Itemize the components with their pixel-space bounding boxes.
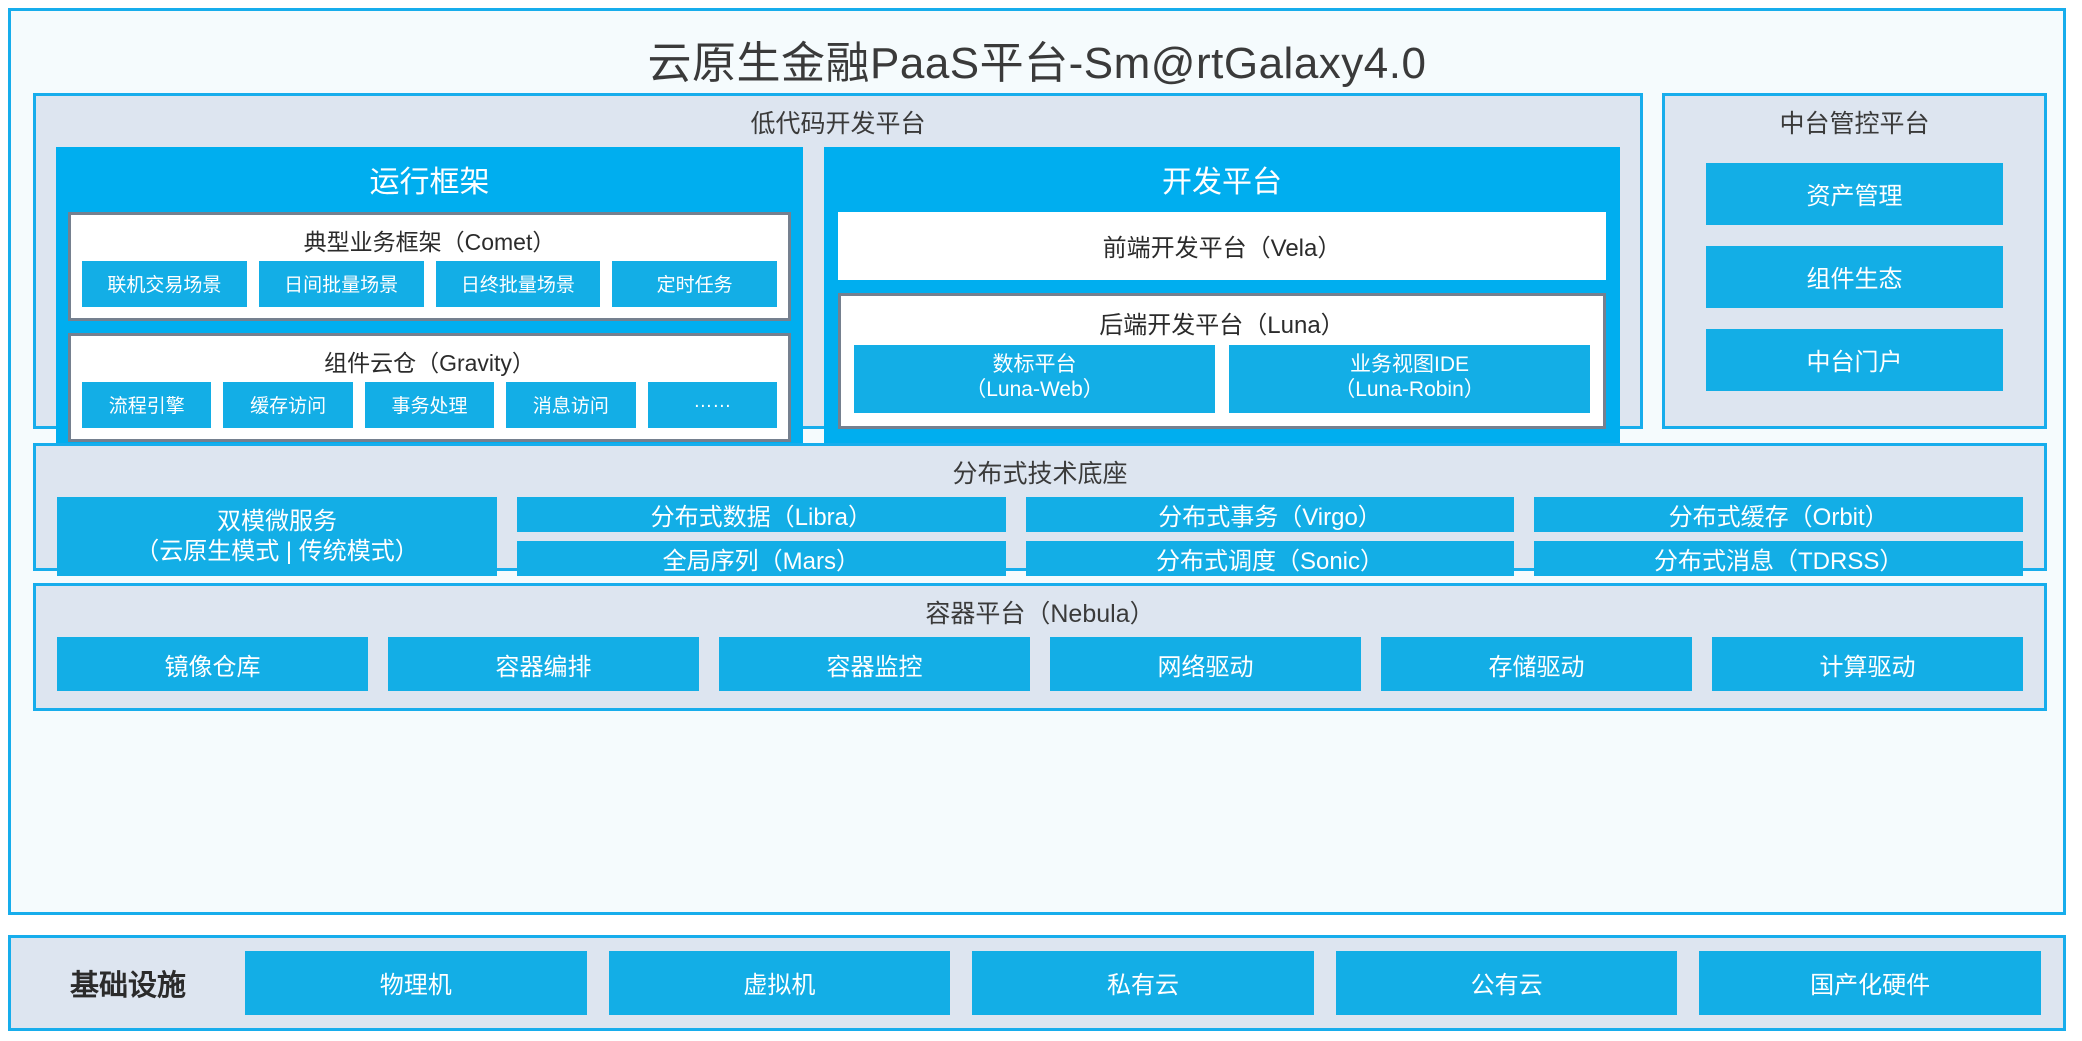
gravity-group: 组件云仓（Gravity） 流程引擎 缓存访问 事务处理 消息访问 ……: [68, 333, 791, 442]
control-platform-section: 中台管控平台 资产管理 组件生态 中台门户: [1662, 93, 2047, 429]
gravity-chip-row: 流程引擎 缓存访问 事务处理 消息访问 ……: [71, 382, 788, 439]
tech-chip-distributed-data-libra[interactable]: 分布式数据（Libra）: [517, 497, 1006, 532]
lowcode-platform-section: 低代码开发平台 运行框架 典型业务框架（Comet） 联机交易场景 日间批量场景…: [33, 93, 1643, 454]
tech-base-body: 双模微服务 （云原生模式 | 传统模式） 分布式数据（Libra） 全局序列（M…: [36, 497, 2044, 592]
control-item-portal[interactable]: 中台门户: [1706, 328, 2003, 391]
container-chip-compute-driver[interactable]: 计算驱动: [1712, 637, 2023, 691]
gravity-chip-process-engine[interactable]: 流程引擎: [82, 382, 212, 428]
container-chip-image-repository[interactable]: 镜像仓库: [57, 637, 368, 691]
gravity-chip-message-access[interactable]: 消息访问: [506, 382, 636, 428]
runtime-framework-card: 运行框架 典型业务框架（Comet） 联机交易场景 日间批量场景 日终批量场景 …: [56, 147, 803, 454]
luna-chip-row: 数标平台 （Luna-Web） 业务视图IDE （Luna-Robin）: [841, 345, 1603, 426]
tech-chip-global-sequence-mars[interactable]: 全局序列（Mars）: [517, 541, 1006, 576]
comet-chip-row: 联机交易场景 日间批量场景 日终批量场景 定时任务: [71, 261, 788, 318]
frontend-dev-platform-vela[interactable]: 前端开发平台（Vela）: [838, 212, 1606, 280]
comet-chip-scheduled-task[interactable]: 定时任务: [612, 261, 777, 307]
control-platform-title: 中台管控平台: [1779, 110, 1930, 138]
container-chip-orchestration[interactable]: 容器编排: [388, 637, 699, 691]
luna-robin-line1: 业务视图IDE: [1349, 353, 1469, 376]
container-chip-network-driver[interactable]: 网络驱动: [1050, 637, 1361, 691]
container-platform-title: 容器平台（Nebula）: [925, 600, 1155, 628]
comet-group-title: 典型业务框架（Comet）: [303, 229, 556, 255]
comet-chip-online-transaction[interactable]: 联机交易场景: [82, 261, 247, 307]
tech-base-title: 分布式技术底座: [952, 460, 1128, 488]
tech-chip-distributed-cache-orbit[interactable]: 分布式缓存（Orbit）: [1534, 497, 2024, 532]
infra-chip-virtual-machine[interactable]: 虚拟机: [608, 951, 951, 1015]
page-title: 云原生金融PaaS平台-Sm@rtGalaxy4.0: [647, 39, 1427, 88]
container-platform-section: 容器平台（Nebula） 镜像仓库 容器编排 容器监控 网络驱动 存储驱动 计算…: [33, 583, 2047, 711]
comet-chip-eod-batch[interactable]: 日终批量场景: [435, 261, 601, 307]
gravity-chip-transaction-processing[interactable]: 事务处理: [364, 382, 495, 428]
development-platform-header: 开发平台: [1162, 166, 1282, 199]
luna-web-line1: 数标平台: [992, 353, 1077, 376]
container-chip-storage-driver[interactable]: 存储驱动: [1381, 637, 1692, 691]
lowcode-platform-title: 低代码开发平台: [750, 110, 926, 138]
gravity-chip-more[interactable]: ……: [647, 382, 778, 428]
tech-column-3: 分布式缓存（Orbit） 分布式消息（TDRSS）: [1534, 497, 2024, 576]
tech-column-2: 分布式事务（Virgo） 分布式调度（Sonic）: [1025, 497, 1515, 576]
luna-chip-data-standard-platform[interactable]: 数标平台 （Luna-Web）: [854, 345, 1215, 413]
tech-chip-dual-mode-microservice[interactable]: 双模微服务 （云原生模式 | 传统模式）: [57, 497, 497, 576]
lowcode-platform-body: 运行框架 典型业务框架（Comet） 联机交易场景 日间批量场景 日终批量场景 …: [36, 147, 1640, 472]
container-chip-monitoring[interactable]: 容器监控: [719, 637, 1030, 691]
tech-column-1: 分布式数据（Libra） 全局序列（Mars）: [517, 497, 1006, 576]
infrastructure-label: 基础设施: [69, 970, 186, 1002]
luna-web-line2: （Luna-Web）: [965, 377, 1104, 401]
dual-mode-line2: （云原生模式 | 传统模式）: [135, 537, 419, 565]
runtime-framework-header: 运行框架: [369, 166, 490, 199]
comet-group: 典型业务框架（Comet） 联机交易场景 日间批量场景 日终批量场景 定时任务: [68, 212, 791, 321]
infra-chip-physical-machine[interactable]: 物理机: [245, 951, 587, 1015]
tech-base-section: 分布式技术底座 双模微服务 （云原生模式 | 传统模式） 分布式数据（Libra…: [33, 443, 2047, 576]
comet-chip-intraday-batch[interactable]: 日间批量场景: [258, 261, 424, 307]
control-item-asset-management[interactable]: 资产管理: [1706, 162, 2003, 225]
infrastructure-section: 基础设施 物理机 虚拟机 私有云 公有云 国产化硬件: [8, 935, 2066, 1031]
tech-chip-distributed-message-tdrss[interactable]: 分布式消息（TDRSS）: [1534, 541, 2024, 576]
infra-chip-private-cloud[interactable]: 私有云: [972, 951, 1314, 1015]
container-platform-body: 镜像仓库 容器编排 容器监控 网络驱动 存储驱动 计算驱动: [36, 637, 2044, 708]
control-item-component-ecosystem[interactable]: 组件生态: [1706, 245, 2003, 308]
row-lowcode-and-control: 低代码开发平台 运行框架 典型业务框架（Comet） 联机交易场景 日间批量场景…: [33, 93, 2047, 454]
control-platform-items: 资产管理 组件生态 中台门户: [1665, 147, 2044, 426]
main-platform-panel: 云原生金融PaaS平台-Sm@rtGalaxy4.0 低代码开发平台 运行框架 …: [8, 8, 2066, 915]
development-platform-card: 开发平台 前端开发平台（Vela） 后端开发平台（Luna） 数标平台 （Lun…: [824, 147, 1620, 454]
luna-robin-line2: （Luna-Robin）: [1334, 377, 1485, 401]
dual-mode-line1: 双模微服务: [217, 507, 337, 535]
infra-chip-domestic-hardware[interactable]: 国产化硬件: [1699, 951, 2041, 1015]
tech-chip-distributed-scheduling-sonic[interactable]: 分布式调度（Sonic）: [1025, 541, 1515, 576]
gravity-group-title: 组件云仓（Gravity）: [324, 350, 535, 376]
infra-chip-public-cloud[interactable]: 公有云: [1335, 951, 1678, 1015]
backend-dev-platform-luna: 后端开发平台（Luna） 数标平台 （Luna-Web） 业务视图IDE （Lu…: [838, 293, 1606, 429]
tech-chip-distributed-transaction-virgo[interactable]: 分布式事务（Virgo）: [1025, 497, 1515, 532]
gravity-chip-cache-access[interactable]: 缓存访问: [223, 382, 353, 428]
backend-dev-platform-title: 后端开发平台（Luna）: [1099, 312, 1345, 339]
luna-chip-business-view-ide[interactable]: 业务视图IDE （Luna-Robin）: [1229, 345, 1590, 413]
